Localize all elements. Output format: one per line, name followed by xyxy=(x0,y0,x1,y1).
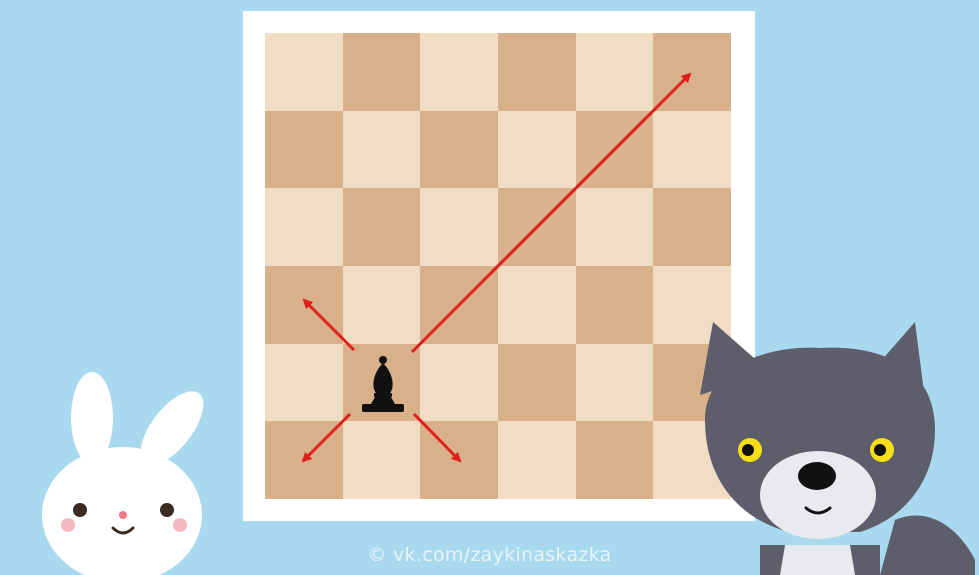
arrow-down-left-icon xyxy=(303,414,350,461)
watermark: © vk.com/zaykinaskazka xyxy=(0,544,979,566)
bishop-icon[interactable] xyxy=(362,356,404,412)
arrow-up-left-icon xyxy=(304,300,354,350)
move-arrows xyxy=(303,74,690,461)
arrow-up-right-icon xyxy=(412,74,690,352)
arrow-down-right-icon xyxy=(414,414,460,461)
wolf-icon xyxy=(700,322,975,575)
